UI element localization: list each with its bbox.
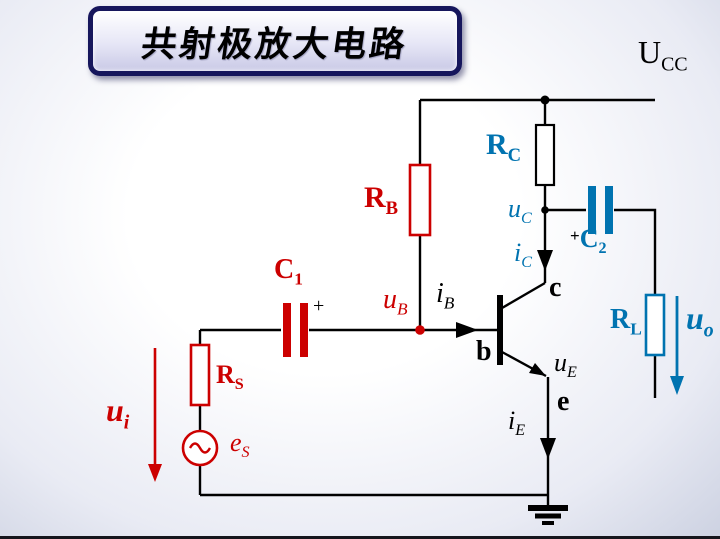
resistor-rs	[189, 343, 211, 407]
resistor-rl	[644, 293, 666, 357]
label-ucc: UCC	[638, 34, 688, 76]
label-ib: iB	[436, 278, 455, 313]
junction-dot-top-rail	[540, 95, 550, 105]
capacitor-c1	[283, 303, 308, 357]
label-ic: iC	[514, 238, 532, 272]
label-c1: C1	[274, 254, 303, 289]
junction-dot-ub	[415, 325, 425, 335]
junction-dot-collector	[541, 206, 549, 214]
ic-current-arrow	[537, 250, 553, 271]
label-uo: uo	[686, 300, 714, 342]
page-title: 共射极放大电路	[138, 24, 411, 64]
capacitor-c2	[588, 186, 613, 234]
label-rl: RL	[610, 304, 642, 339]
ui-voltage-arrow	[148, 348, 162, 482]
ib-current-arrow	[456, 322, 478, 338]
label-ub: uB	[383, 284, 408, 319]
label-ui: ui	[106, 392, 130, 434]
ground-symbol	[528, 495, 568, 525]
ie-current-arrow	[540, 438, 556, 459]
label-es: eS	[230, 428, 250, 462]
label-ie: iE	[508, 406, 526, 440]
label-transistor-collector: c	[549, 272, 562, 303]
wire-c2-right	[614, 208, 657, 295]
label-transistor-base: b	[476, 336, 492, 367]
title-banner: 共射极放大电路	[88, 6, 462, 76]
label-uc: uC	[508, 194, 532, 228]
label-ue: uE	[554, 348, 577, 382]
resistor-rc	[534, 123, 556, 187]
wire-collector-diagonal	[501, 281, 546, 310]
label-rc: RC	[486, 128, 522, 166]
resistor-rb	[408, 163, 432, 237]
wires	[198, 98, 657, 497]
label-transistor-emitter: e	[557, 386, 570, 417]
label-rs: RS	[216, 360, 244, 394]
source-es	[181, 429, 219, 467]
uo-voltage-arrow	[670, 296, 684, 395]
label-c2: +C2	[570, 224, 607, 258]
transistor-emitter-arrow	[529, 363, 546, 376]
label-c1-plus: +	[313, 295, 325, 317]
label-rb: RB	[364, 181, 399, 219]
